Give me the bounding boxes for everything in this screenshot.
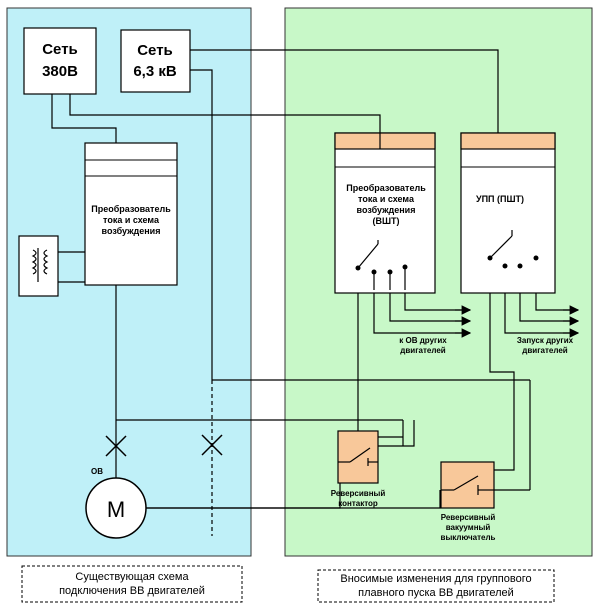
transformer-symbol xyxy=(18,235,59,297)
vsht-line3: возбуждения xyxy=(357,205,416,215)
left-caption-line2: подключения ВВ двигателей xyxy=(59,585,205,597)
left-converter-line3: возбуждения xyxy=(102,226,161,236)
left-caption-line1: Существующая схема xyxy=(75,571,189,583)
rev-contactor-line2: контактор xyxy=(338,499,378,508)
net-380-line1: Сеть xyxy=(42,41,78,58)
ov-label: ОВ xyxy=(91,467,103,476)
vsht-line2: тока и схема xyxy=(358,194,415,204)
start-other-line1: Запуск других xyxy=(517,336,574,345)
upp-label: УПП (ПШТ) xyxy=(476,194,524,204)
rev-vacuum-line2: вакуумный xyxy=(446,523,491,532)
upp-switch xyxy=(489,230,513,259)
reversing-contactor xyxy=(337,430,379,484)
rev-vacuum-line1: Реверсивный xyxy=(441,513,496,522)
left-converter-line1: Преобразователь xyxy=(91,204,171,214)
right-caption-box xyxy=(317,569,555,603)
right-caption-line2: плавного пуска ВВ двигателей xyxy=(358,587,514,599)
vsht-line1: Преобразователь xyxy=(346,183,426,193)
rev-vacuum-line3: выключатель xyxy=(441,533,496,542)
reversing-contactor-switch xyxy=(338,447,378,466)
net-63-box xyxy=(120,29,191,93)
right-caption-line1: Вносимые изменения для группового xyxy=(340,573,531,585)
disconnect-marks xyxy=(105,434,223,457)
vsht-line4: (ВШТ) xyxy=(372,216,399,226)
reversing-vacuum-switch-symbol xyxy=(441,475,494,495)
left-converter-box xyxy=(84,142,178,286)
rev-contactor-line1: Реверсивный xyxy=(331,489,386,498)
arrows xyxy=(455,305,580,338)
net-380-line2: 380В xyxy=(42,63,78,80)
left-converter-line2: тока и схема xyxy=(103,215,160,225)
to-ov-line1: к ОВ других xyxy=(399,336,447,345)
start-other-line2: двигателей xyxy=(522,346,567,355)
left-caption-box xyxy=(21,565,243,603)
net-63-line1: Сеть xyxy=(137,42,173,59)
motor-symbol xyxy=(85,477,147,539)
net-63-line2: 6,3 кВ xyxy=(133,63,177,80)
to-ov-line2: двигателей xyxy=(400,346,445,355)
reversing-vacuum-switch xyxy=(440,461,495,509)
net-380-box xyxy=(23,27,97,95)
upp-box xyxy=(460,132,556,294)
motor-label: М xyxy=(107,497,125,522)
